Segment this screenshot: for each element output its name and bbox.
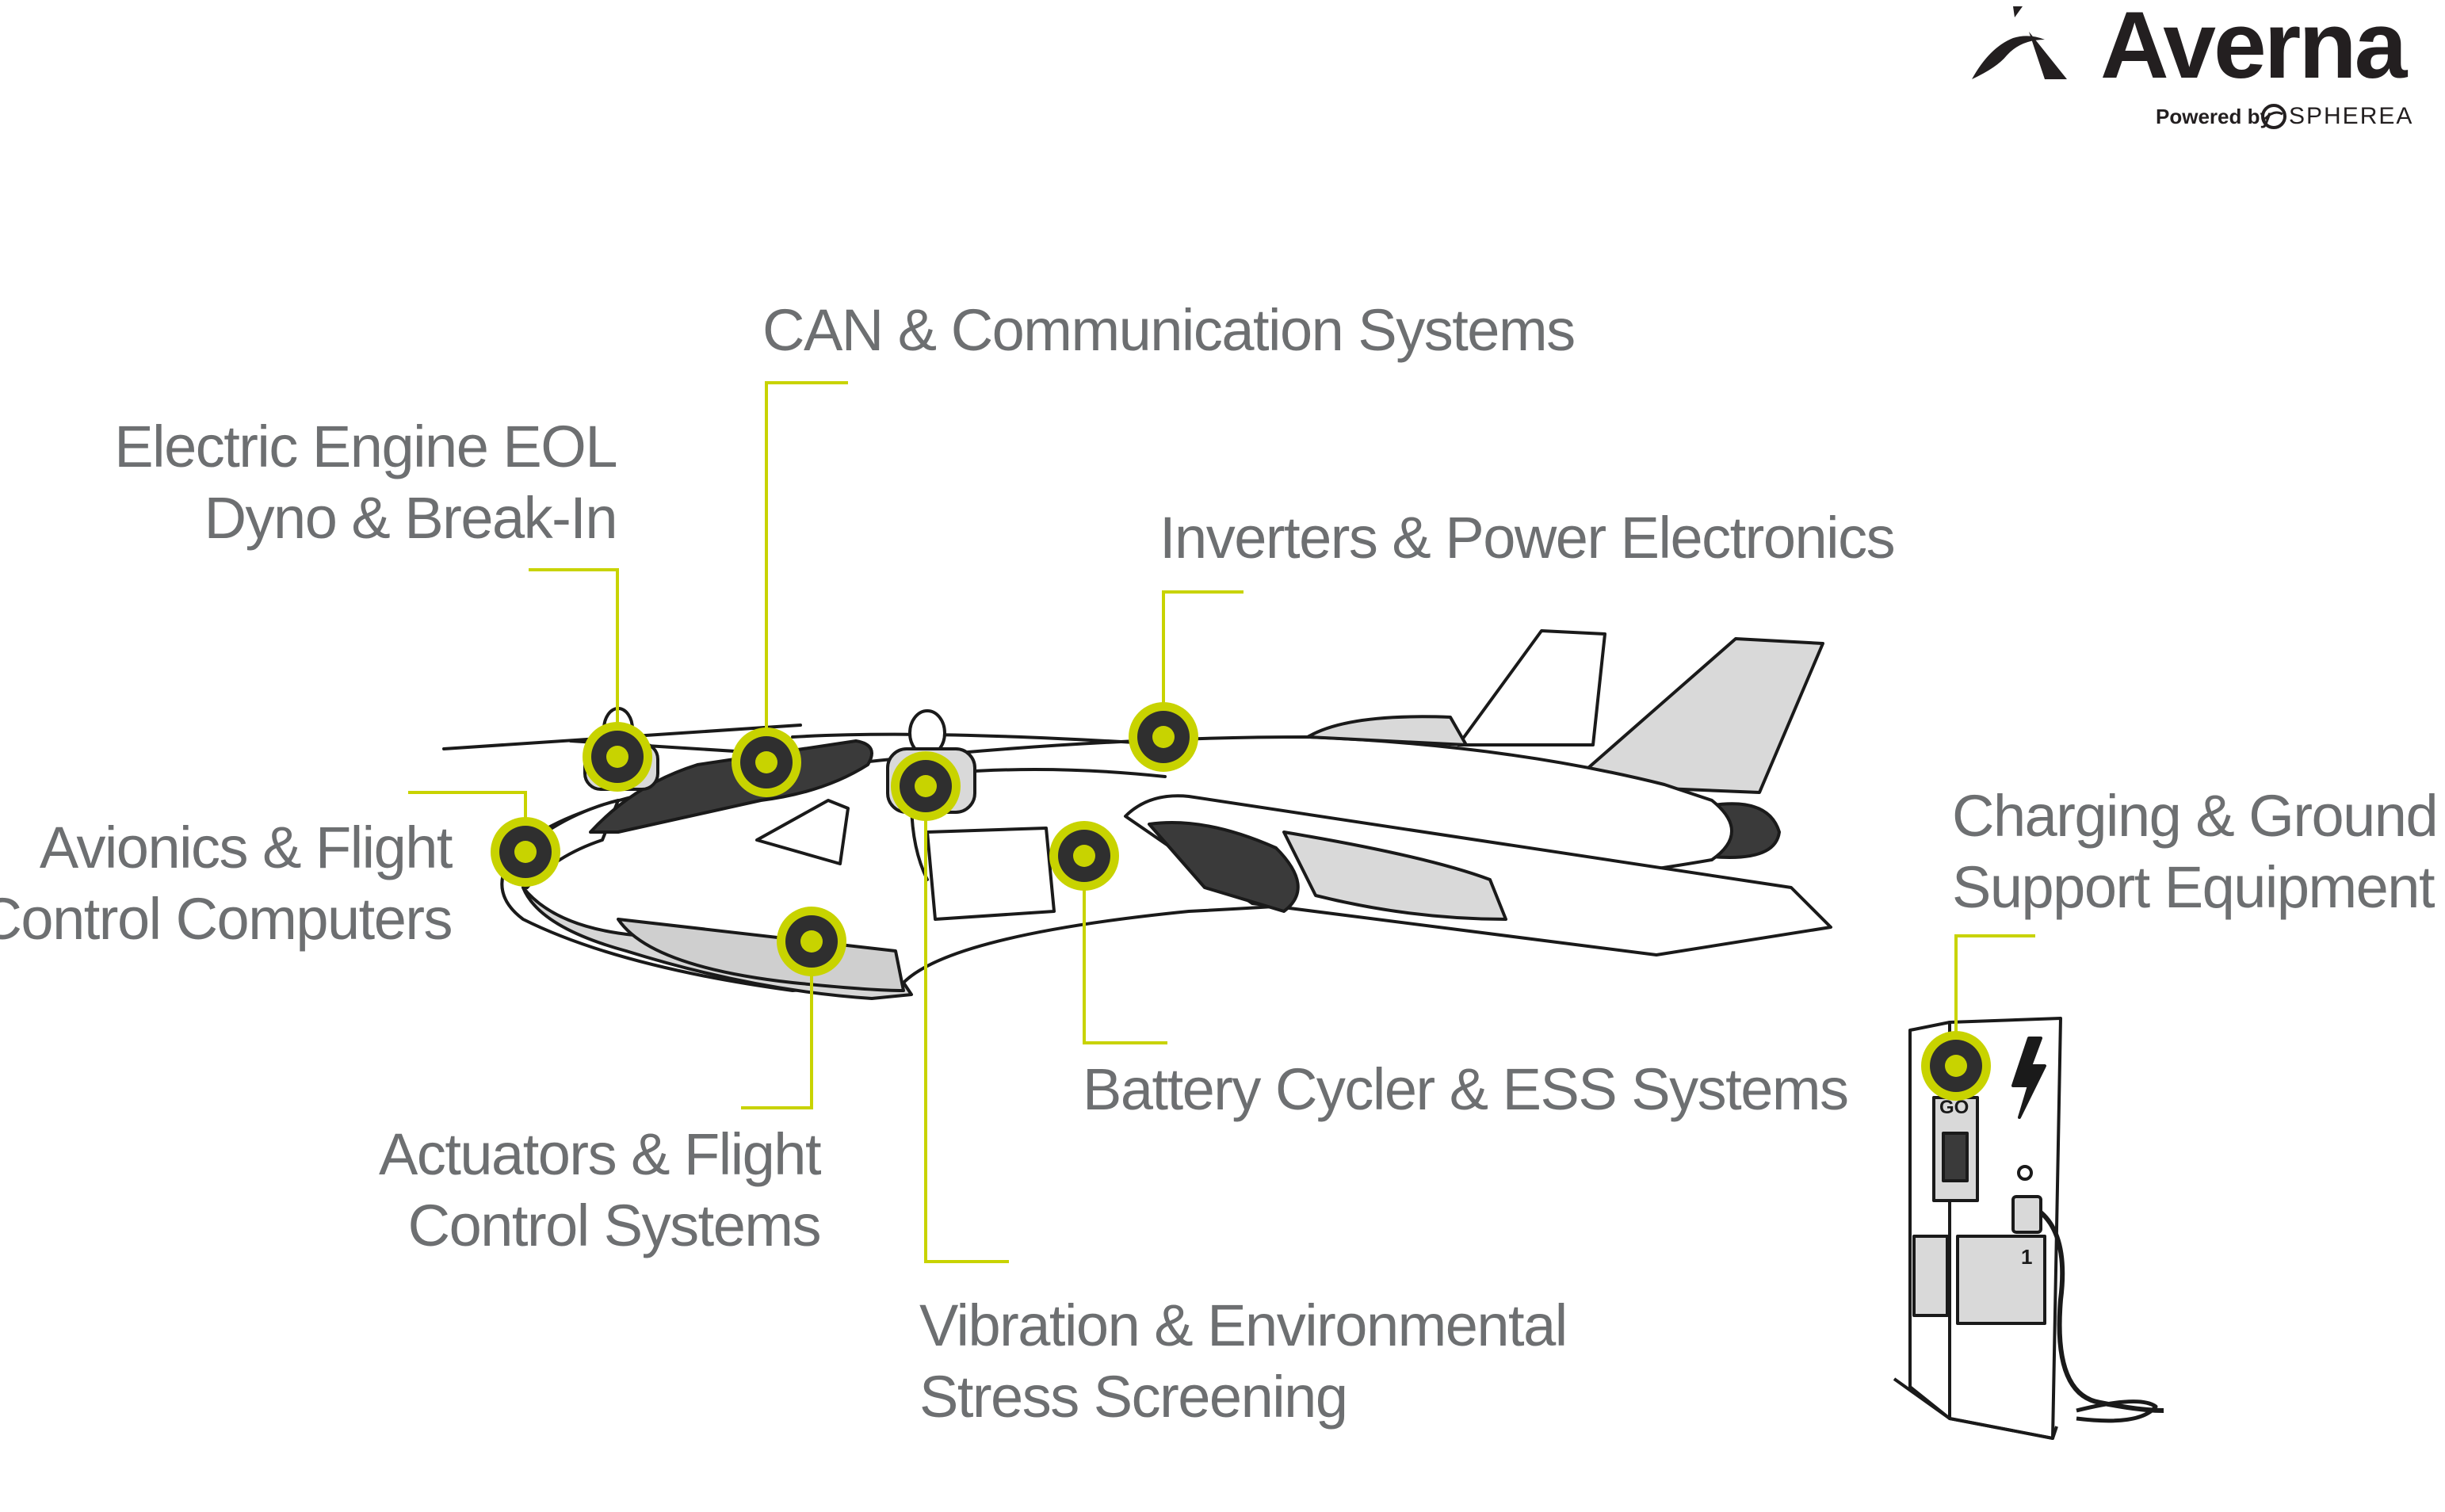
charging-station bbox=[1893, 1017, 2164, 1440]
label-avionics-line1: Avionics & Flight bbox=[39, 815, 453, 880]
label-actuators: Actuators & Flight Control Systems bbox=[378, 1119, 822, 1262]
charger-screen-inner bbox=[1942, 1132, 1969, 1182]
label-vibration-line2: Stress Screening bbox=[919, 1364, 1348, 1430]
leader-line-can bbox=[765, 381, 848, 762]
charger-base bbox=[1893, 1377, 2058, 1440]
markers bbox=[491, 702, 1991, 1101]
marker-engine bbox=[583, 722, 652, 792]
door bbox=[926, 827, 1056, 921]
marker-avionics bbox=[491, 817, 560, 887]
label-charging-line1: Charging & Ground bbox=[1952, 783, 2439, 849]
spherea-logo-icon bbox=[2261, 104, 2286, 129]
label-can: CAN & Communication Systems bbox=[762, 295, 1576, 366]
leader-line-inverters bbox=[1162, 590, 1244, 737]
charger-cable-loop bbox=[2076, 1399, 2158, 1423]
label-avionics: Avionics & Flight Control Computers bbox=[0, 812, 453, 955]
charger-cable bbox=[2038, 1210, 2164, 1413]
brand-name: Averna bbox=[2100, 0, 2407, 98]
label-engine-line2: Dyno & Break-In bbox=[204, 485, 618, 551]
label-charging-line2: Support Equipment bbox=[1952, 854, 2435, 920]
label-inverters-line1: Inverters & Power Electronics bbox=[1159, 505, 1896, 571]
charger-plug bbox=[2011, 1195, 2042, 1234]
label-battery: Battery Cycler & ESS Systems bbox=[1083, 1054, 1849, 1125]
label-vibration-line1: Vibration & Environmental bbox=[919, 1292, 1568, 1358]
label-charging: Charging & Ground Support Equipment bbox=[1952, 781, 2439, 923]
leader-line-vibration bbox=[924, 786, 1009, 1263]
lower-pod bbox=[617, 918, 905, 992]
leader-line-actuators bbox=[741, 941, 813, 1109]
marker-actuators bbox=[777, 907, 846, 976]
leader-line-engine bbox=[529, 568, 619, 757]
partner-name: SPHEREA bbox=[2289, 103, 2414, 129]
label-engine-line1: Electric Engine EOL bbox=[114, 414, 617, 479]
powered-by-text: Powered by bbox=[2156, 105, 2271, 128]
vertical-stabilizer bbox=[1457, 629, 1606, 746]
label-inverters: Inverters & Power Electronics bbox=[1159, 502, 1896, 574]
wing-nacelle bbox=[1282, 830, 1507, 921]
charger-lower-panel bbox=[1956, 1235, 2046, 1325]
marker-charging bbox=[1921, 1031, 1991, 1101]
label-actuators-line2: Control Systems bbox=[407, 1193, 822, 1258]
label-vibration: Vibration & Environmental Stress Screeni… bbox=[919, 1290, 1568, 1433]
label-engine: Electric Engine EOL Dyno & Break-In bbox=[114, 411, 617, 554]
leader-line-charging bbox=[1954, 934, 2035, 1050]
top-fairing bbox=[1306, 715, 1468, 746]
marker-battery bbox=[1049, 821, 1119, 891]
vertical-stabilizer-right bbox=[1568, 637, 1824, 794]
averna-logo-mark-icon bbox=[1972, 6, 2067, 79]
canopy bbox=[589, 739, 873, 834]
leader-line-battery bbox=[1083, 856, 1167, 1044]
charger-indicator bbox=[2017, 1165, 2033, 1181]
charger-port-number: 1 bbox=[2021, 1245, 2032, 1269]
mid-rotor bbox=[791, 732, 1175, 778]
lightning-icon bbox=[2011, 1037, 2046, 1119]
marker-inverters bbox=[1129, 702, 1198, 772]
label-actuators-line1: Actuators & Flight bbox=[378, 1121, 822, 1187]
label-battery-line1: Battery Cycler & ESS Systems bbox=[1083, 1056, 1849, 1122]
label-avionics-line2: Control Computers bbox=[0, 886, 453, 952]
aircraft-illustration bbox=[442, 629, 1832, 1000]
averna-logo[interactable]: Averna Powered by SPHEREA bbox=[1966, 0, 2445, 143]
charger-side-panel bbox=[1912, 1235, 1949, 1317]
marker-vibration bbox=[891, 751, 961, 821]
label-can-line1: CAN & Communication Systems bbox=[762, 297, 1576, 363]
wing-intake bbox=[1148, 821, 1300, 913]
side-window bbox=[755, 799, 850, 865]
marker-can bbox=[732, 727, 801, 797]
